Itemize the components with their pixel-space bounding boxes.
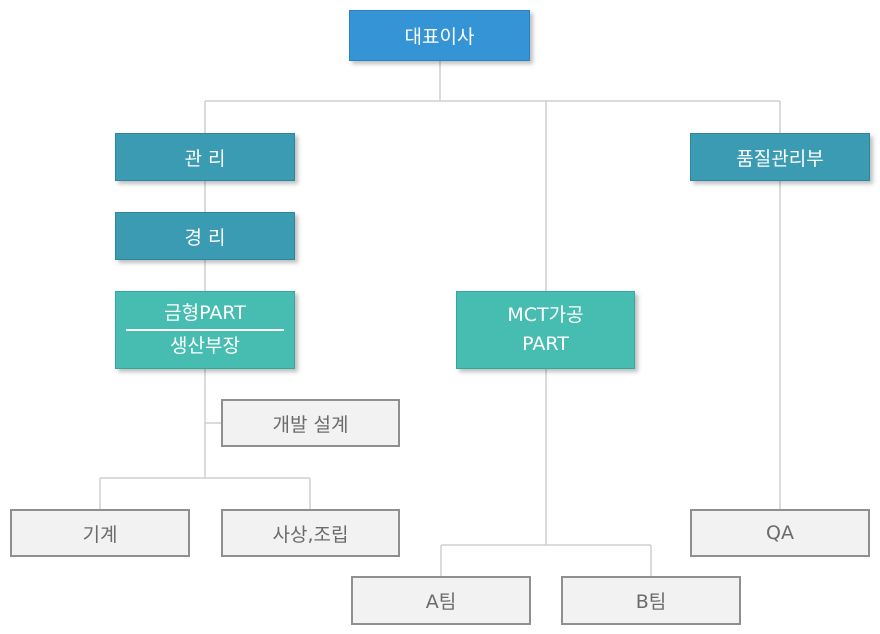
team-b-box[interactable]: B팀: [561, 576, 741, 625]
quality-dept-label: 품질관리부: [736, 147, 824, 170]
mct-part-label-line2: PART: [522, 333, 569, 355]
finishing-assembly-box[interactable]: 사상,조립: [221, 509, 400, 557]
accounting-box[interactable]: 경 리: [115, 212, 295, 260]
mold-part-box[interactable]: 금형PART 생산부장: [115, 291, 295, 369]
mct-part-label-line1: MCT가공: [507, 303, 584, 326]
team-a-label: A팀: [425, 591, 457, 613]
team-a-box[interactable]: A팀: [351, 576, 531, 625]
admin-label: 관 리: [184, 147, 226, 170]
mct-part-box[interactable]: MCT가공 PART: [456, 291, 635, 369]
finishing-assembly-label: 사상,조립: [272, 523, 349, 546]
team-b-label: B팀: [635, 591, 667, 613]
qa-label: QA: [766, 522, 794, 544]
ceo-label: 대표이사: [404, 26, 475, 48]
machine-label: 기계: [82, 523, 118, 546]
quality-dept-box[interactable]: 품질관리부: [690, 133, 870, 181]
admin-box[interactable]: 관 리: [115, 133, 295, 181]
accounting-label: 경 리: [184, 226, 226, 249]
ceo-box[interactable]: 대표이사: [349, 10, 530, 61]
dev-design-box[interactable]: 개발 설계: [221, 399, 400, 447]
machine-box[interactable]: 기계: [10, 509, 190, 557]
dev-design-label: 개발 설계: [272, 413, 349, 436]
qa-box[interactable]: QA: [690, 509, 870, 557]
production-manager-label: 생산부장: [170, 335, 240, 357]
mold-part-label: 금형PART: [126, 303, 284, 331]
